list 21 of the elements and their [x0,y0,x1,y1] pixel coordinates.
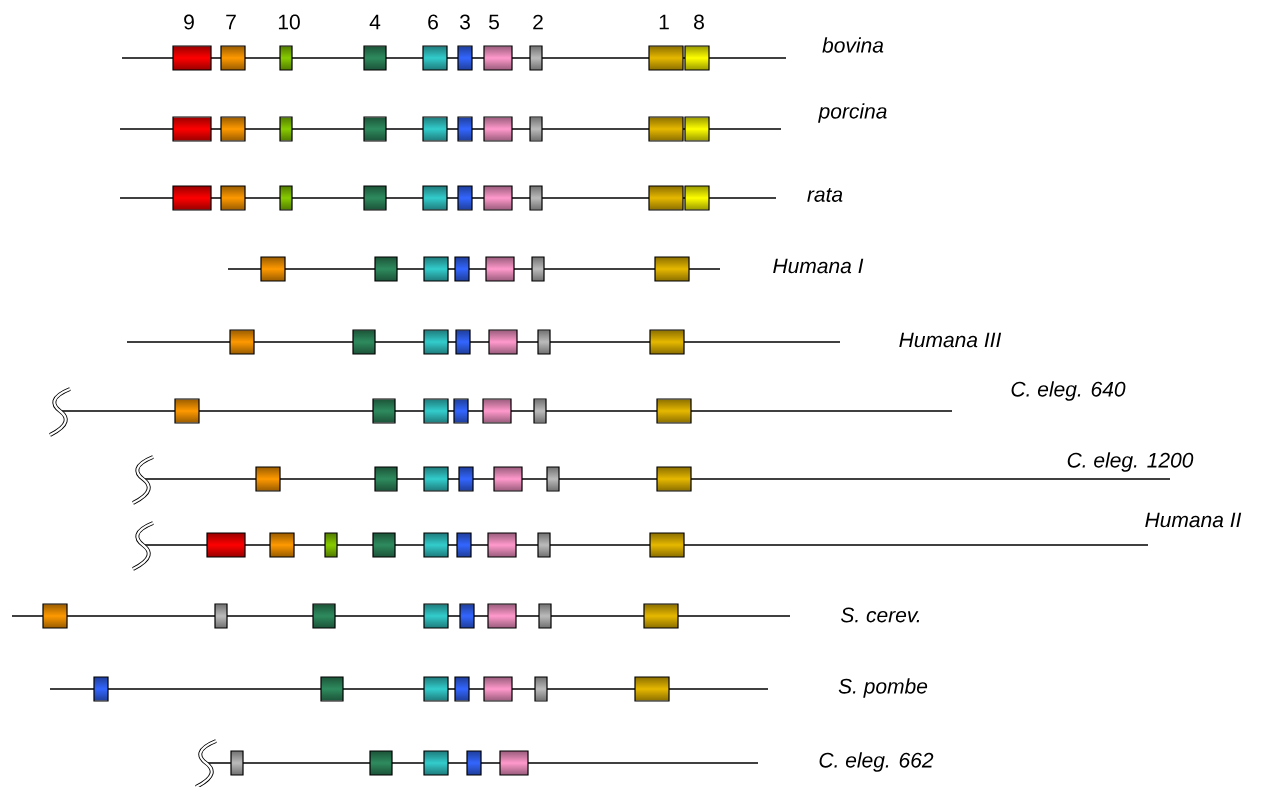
species-label: porcina [818,103,887,123]
domain-number: 1 [659,14,669,30]
domain-number: 10 [278,14,300,30]
species-label: S. cerev. [840,607,920,623]
species-label: C. eleg. 640 [1011,381,1126,401]
domain-number: 3 [459,14,470,30]
species-label: Humana III [899,332,1002,348]
domain-number: 7 [226,14,236,30]
species-label: S. pombe [838,678,928,698]
domain-number: 9 [184,14,194,30]
species-label: C. eleg. 1200 [1067,452,1194,472]
domain-number: 8 [694,14,704,30]
domain-number: 5 [489,14,499,30]
species-label: bovina [822,37,884,53]
species-label: Humana II [1145,512,1242,528]
domain-number: 6 [428,14,438,30]
domain-number: 2 [533,14,543,30]
domain-number: 4 [369,14,381,30]
species-label: C. eleg. 662 [819,752,934,772]
species-label: rata [807,188,843,202]
species-label: Humana I [773,258,864,274]
